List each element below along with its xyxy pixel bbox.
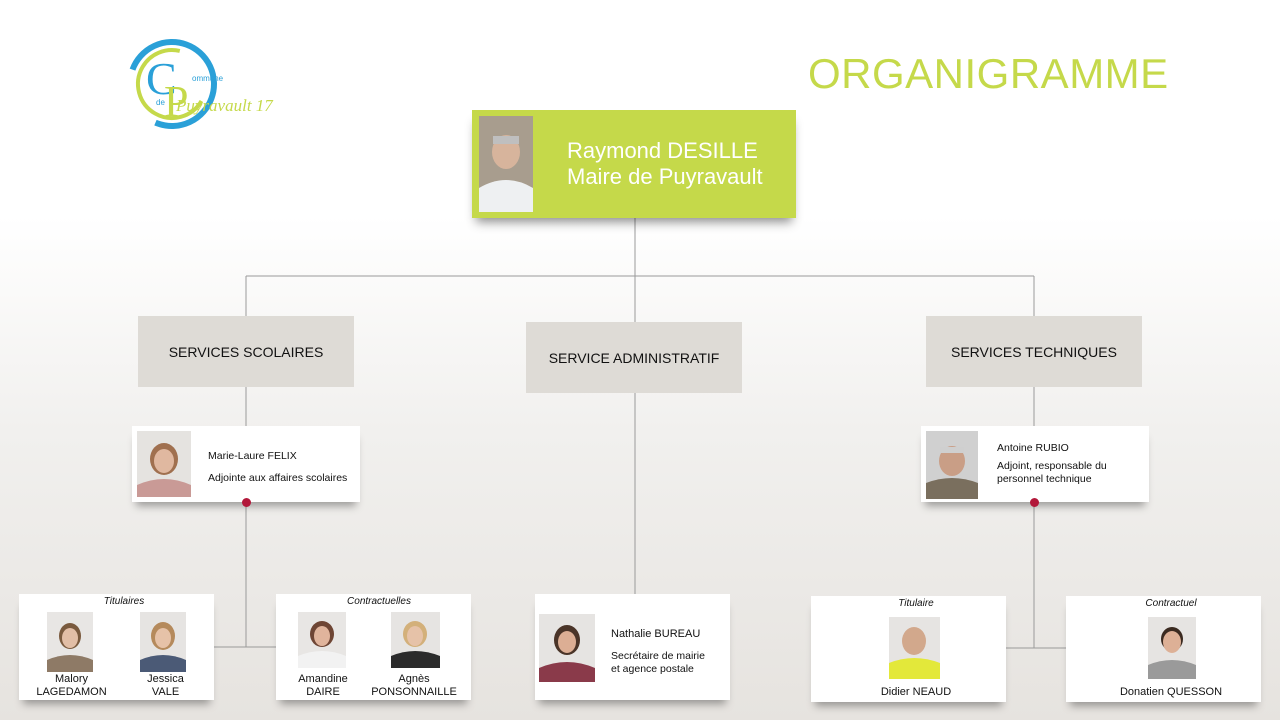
mayor-photo	[479, 116, 533, 212]
deputy-name: Marie-Laure FELIX	[208, 450, 297, 462]
page-title: ORGANIGRAMME	[808, 50, 1169, 97]
deputy-name: Antoine RUBIO	[997, 442, 1069, 454]
deputy-card-techniques: Antoine RUBIO Adjoint, responsable du pe…	[921, 426, 1149, 502]
dept-label: SERVICES SCOLAIRES	[168, 343, 324, 360]
group-heading: Contractuelles	[347, 596, 411, 607]
mayor-name: Raymond DESILLE	[567, 138, 758, 163]
staff-name: Nathalie BUREAU	[611, 628, 701, 640]
logo-name-text: Puyravault 17	[176, 96, 273, 115]
svg-text:C: C	[146, 53, 177, 104]
dept-label: SERVICES TECHNIQUES	[951, 343, 1117, 360]
group-heading: Contractuel	[1145, 598, 1197, 609]
staff-last-name: DAIRE	[306, 686, 340, 698]
deputy-role-line1: Adjoint, responsable du	[997, 460, 1107, 472]
deputy-role: Adjointe aux affaires scolaires	[208, 472, 348, 484]
staff-photo	[391, 612, 440, 668]
staff-card-contractuel-tech: Contractuel Donatien QUESSON	[1066, 596, 1261, 702]
deputy-role-line2: personnel technique	[997, 473, 1092, 485]
staff-last-name: PONSONNAILLE	[371, 686, 457, 698]
staff-photo	[539, 614, 595, 682]
staff-card-contractuelles: Contractuelles Amandine DAIRE Agnès PONS…	[276, 594, 471, 700]
commune-logo: C P ommune de Puyravault 17	[120, 36, 273, 140]
staff-card-titulaires: Titulaires Malory LAGEDAMON Jessica VALE	[19, 594, 214, 700]
group-heading: Titulaire	[898, 598, 934, 609]
deputy-photo	[926, 431, 978, 499]
connector-dot	[1030, 498, 1039, 507]
staff-photo	[889, 617, 940, 679]
deputy-photo	[137, 431, 191, 497]
staff-photo	[1148, 617, 1196, 679]
staff-role-line2: et agence postale	[611, 663, 694, 675]
staff-last-name: LAGEDAMON	[36, 686, 107, 698]
staff-first-name: Malory	[54, 673, 88, 685]
group-heading: Titulaires	[103, 596, 145, 607]
logo-de-text: de	[156, 98, 165, 107]
staff-photo	[47, 612, 93, 672]
mayor-box: Raymond DESILLE Maire de Puyravault	[472, 110, 796, 218]
staff-last-name: VALE	[151, 686, 180, 698]
staff-first-name: Jessica	[147, 673, 184, 685]
staff-card-titulaire-tech: Titulaire Didier NEAUD	[811, 596, 1006, 702]
staff-photo	[298, 612, 346, 668]
connector-dot	[242, 498, 251, 507]
dept-label: SERVICE ADMINISTRATIF	[548, 349, 720, 366]
staff-name: Didier NEAUD	[880, 686, 952, 698]
dept-services-techniques: SERVICES TECHNIQUES	[926, 316, 1142, 387]
dept-service-administratif: SERVICE ADMINISTRATIF	[526, 322, 742, 393]
mayor-role: Maire de Puyravault	[567, 164, 763, 189]
svg-text:P: P	[164, 77, 188, 126]
staff-first-name: Amandine	[298, 673, 348, 685]
staff-card-administratif: Nathalie BUREAU Secrétaire de mairie et …	[535, 594, 730, 700]
deputy-card-scolaires: Marie-Laure FELIX Adjointe aux affaires …	[132, 426, 360, 502]
staff-name: Donatien QUESSON	[1119, 686, 1223, 698]
staff-photo	[140, 612, 186, 672]
staff-first-name: Agnès	[398, 673, 430, 685]
dept-services-scolaires: SERVICES SCOLAIRES	[138, 316, 354, 387]
logo-commune-text: ommune	[192, 74, 224, 83]
staff-role-line1: Secrétaire de mairie	[611, 650, 705, 662]
